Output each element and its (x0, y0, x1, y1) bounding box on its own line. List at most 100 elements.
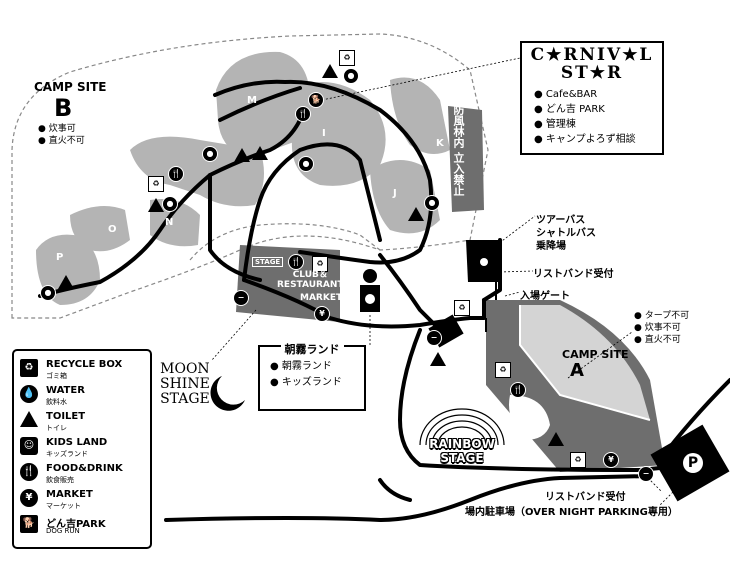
camp-site-a-divider (519, 305, 651, 421)
list-item: ● Cafe&BAR (534, 89, 598, 100)
water-icon: ● (202, 146, 218, 162)
recycle-icon: ♻ (495, 362, 511, 378)
toilet-icon (548, 432, 564, 446)
recycle-icon: ♻ (454, 300, 470, 316)
toilet-icon (234, 148, 250, 162)
moon-shine-stage-logo: MOON SHINE STAGE (160, 362, 210, 407)
water-icon: ● (343, 68, 359, 84)
camp-b-note: ● 直火不可 (38, 136, 85, 146)
entrance-gate-label: 入場ゲート (520, 291, 570, 302)
market-label: MARKET (300, 293, 343, 303)
legend-title: FOOD&DRINK (46, 463, 123, 474)
food-icon: 🍴 (20, 463, 38, 481)
camp-b-letter: B (54, 94, 73, 122)
moon-line: MOON (160, 361, 210, 377)
toilet-icon (252, 146, 268, 160)
camp-site-a-inner (520, 305, 650, 420)
zone-label-k: K (436, 138, 444, 149)
road-marker-icon: − (233, 290, 249, 306)
legend-sub: マーケット (46, 502, 81, 510)
club-line: RESTAURANT (277, 280, 344, 290)
parking-icon: P (683, 453, 703, 473)
water-icon: 💧 (20, 385, 38, 403)
road-marker-icon: − (426, 330, 442, 346)
rainbow-stage-logo: RAINBOW STAGE (414, 418, 510, 478)
zone-label-n: N (165, 217, 174, 228)
camp-b-title: CAMP SITE (34, 80, 107, 94)
wristband-reception-bottom: リストバンド受付 (545, 492, 626, 503)
windbreak-strip (448, 106, 484, 212)
list-item: ● キッズランド (270, 377, 342, 388)
water-icon: ● (298, 156, 314, 172)
zone-mid-area (130, 136, 264, 207)
asagiri-land-box: 朝霧ランド ● 朝霧ランド ● キッズランド (258, 343, 366, 411)
water-icon: ● (424, 195, 440, 211)
club-restaurant-label: CLUB＆ RESTAURANT (277, 270, 344, 290)
bus-line: 乗降場 (536, 241, 566, 252)
market-icon: ¥ (20, 489, 38, 507)
dog-icon: 🐕 (20, 515, 38, 533)
legend-title: RECYCLE BOX (46, 359, 123, 370)
dog-park-icon: 🐕 (308, 92, 324, 108)
legend-sub: 飲食販売 (46, 476, 74, 484)
market-icon: ¥ (314, 306, 330, 322)
rainbow-line: RAINBOW (429, 437, 495, 451)
food-icon: 🍴 (295, 106, 311, 122)
camp-a-letter: A (570, 360, 584, 381)
legend-title: KIDS LAND (46, 437, 108, 448)
windbreak-text: 防風林内 立入禁止 (452, 104, 465, 196)
water-icon: ● (162, 196, 178, 212)
camp-a-notes: ● タープ不可 ● 炊事不可 ● 直火不可 (634, 310, 689, 346)
camp-a-title: CAMP SITE (562, 348, 629, 361)
rainbow-line: STAGE (440, 451, 484, 465)
legend-title: TOILET (46, 411, 86, 422)
asagiri-title: 朝霧ランド (260, 338, 364, 357)
zone-label-m: M (247, 95, 257, 106)
moon-crescent-icon (210, 376, 245, 411)
carnival-star-logo: C★RNIV★L (530, 45, 654, 65)
legend-sub: ゴミ箱 (46, 372, 67, 380)
camp-b-note: ● 炊事可 (38, 124, 76, 134)
carnival-star-list: ● Cafe&BAR ● どん吉 PARK ● 管理棟 ● キャンプよろず相談 (534, 87, 636, 147)
toilet-icon (58, 275, 74, 289)
zone-label-j: J (393, 188, 397, 199)
food-icon: 🍴 (168, 166, 184, 182)
list-item: ● キャンプよろず相談 (534, 134, 636, 145)
toilet-icon (430, 352, 446, 366)
toilet-icon (322, 64, 338, 78)
road-marker-icon: − (638, 466, 654, 482)
rainbow-arcs (419, 408, 505, 446)
zone-label-i: I (322, 128, 326, 139)
asagiri-list: ● 朝霧ランド ● キッズランド (270, 359, 342, 391)
recycle-icon: ♻ (570, 452, 586, 468)
camp-a-note: ● 炊事不可 (634, 323, 681, 333)
zone-m-area (216, 51, 310, 160)
legend: ♻ RECYCLE BOX ゴミ箱 💧 WATER 飲料水 TOILET トイレ… (12, 349, 152, 549)
recycle-icon: ♻ (20, 359, 38, 377)
list-item: ● 管理棟 (534, 119, 576, 130)
bus-stop-label: ツアーバス シャトルバス 乗降場 (536, 214, 596, 253)
zone-o-area (70, 206, 130, 252)
wristband-reception-top: リストバンド受付 (533, 269, 614, 280)
club-line: CLUB＆ (292, 270, 328, 280)
zone-label-o: O (108, 224, 117, 235)
parking-note: 場内駐車場（OVER NIGHT PARKING専用） (465, 507, 678, 518)
list-item: ● 朝霧ランド (270, 361, 332, 372)
stage-label: STAGE (252, 257, 284, 267)
legend-sub: DOG RUN (46, 527, 80, 535)
legend-title: MARKET (46, 489, 93, 500)
recycle-icon: ♻ (339, 50, 355, 66)
toilet-icon (148, 198, 164, 212)
legend-sub: 飲料水 (46, 398, 67, 406)
rainbow-field (509, 395, 550, 440)
carnival-star-logo-2: ST★R (560, 63, 624, 83)
rainbow-stage-text: RAINBOW STAGE (414, 437, 510, 465)
toilet-icon (20, 411, 38, 429)
kids-icon: ☺ (20, 437, 38, 455)
market-icon: ¥ (603, 452, 619, 468)
legend-sub: キッズランド (46, 450, 88, 458)
toilet-icon (408, 207, 424, 221)
carnival-star-box: C★RNIV★L ST★R ● Cafe&BAR ● どん吉 PARK ● 管理… (520, 41, 664, 155)
moon-line: STAGE (160, 391, 210, 407)
